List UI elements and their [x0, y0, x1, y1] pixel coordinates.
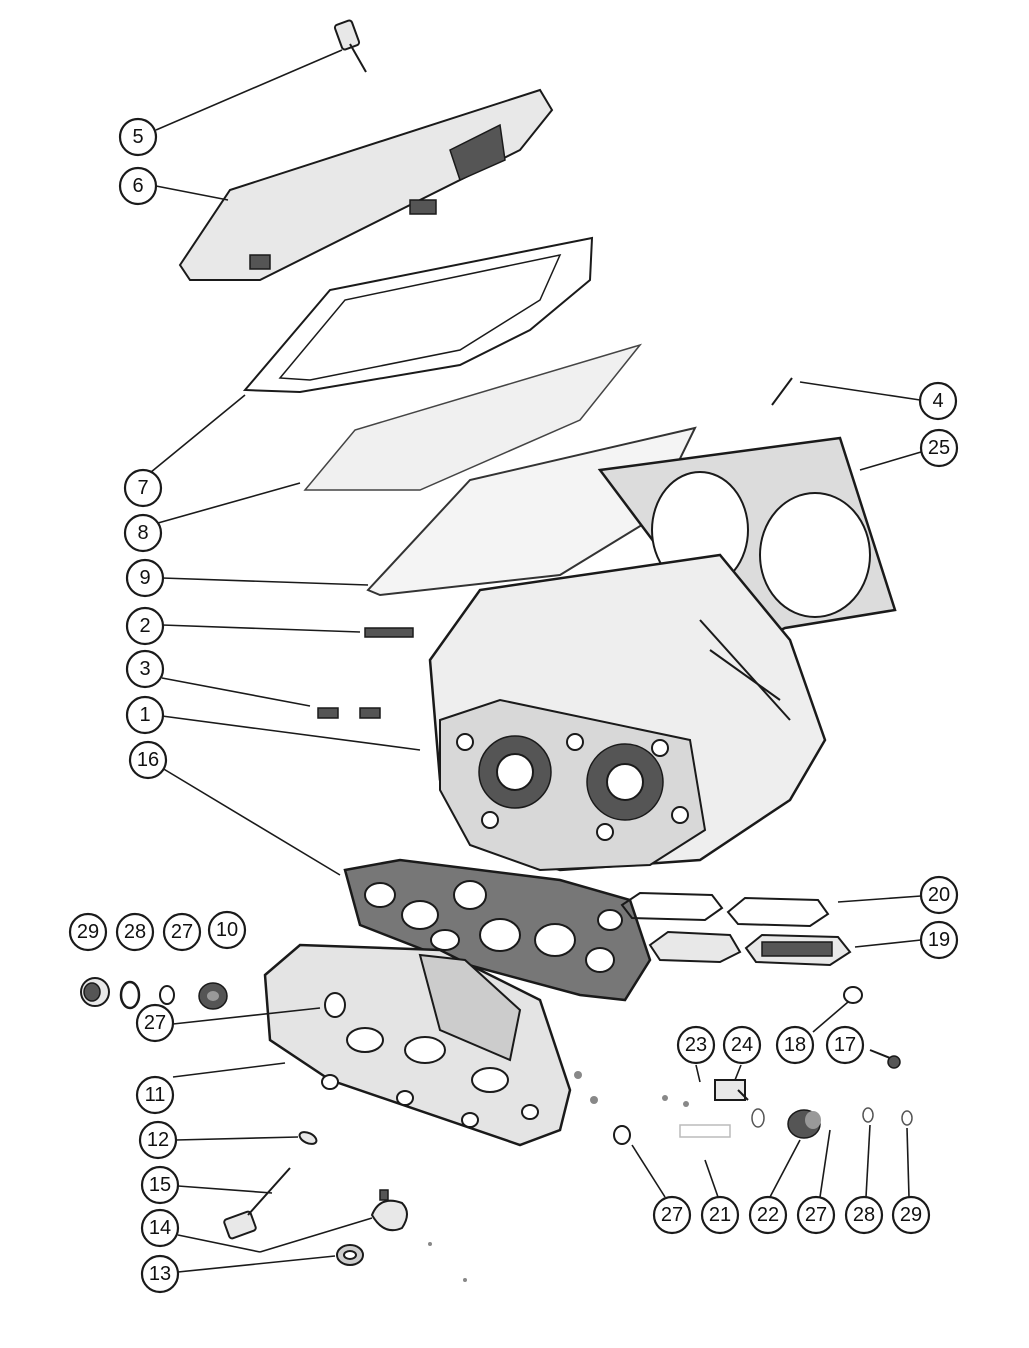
- callout-12-label: 12: [147, 1129, 169, 1151]
- callout-29-right-label: 29: [900, 1204, 922, 1226]
- part-28-washer-left: [119, 980, 141, 1010]
- callout-27-left: 27: [162, 912, 202, 952]
- part-1-housing: [428, 553, 827, 872]
- callout-28-left: 28: [115, 912, 155, 952]
- callout-13-label: 13: [149, 1263, 171, 1285]
- callout-18-label: 18: [784, 1034, 806, 1056]
- callout-1-label: 1: [139, 704, 150, 726]
- callout-27-bottom-a: 27: [652, 1195, 692, 1235]
- part-20-gaskets: [620, 891, 830, 928]
- part-4-bolt: [771, 377, 793, 406]
- callout-4-label: 4: [932, 390, 943, 412]
- callout-6-label: 6: [132, 175, 143, 197]
- callout-17-label: 17: [834, 1034, 856, 1056]
- part-5-screw: [333, 19, 367, 73]
- part-13-washer: [336, 1244, 364, 1266]
- part-14-clip: [370, 1189, 408, 1232]
- part-8-plate: [303, 343, 643, 491]
- part-29-cap-right: [901, 1110, 913, 1126]
- callout-24-label: 24: [731, 1034, 753, 1056]
- callout-17: 17: [825, 1025, 865, 1065]
- callout-23-label: 23: [685, 1034, 707, 1056]
- callout-9: 9: [125, 558, 165, 598]
- callout-15-label: 15: [149, 1174, 171, 1196]
- callout-22-label: 22: [757, 1204, 779, 1226]
- part-27-ring-right-a: [613, 1125, 631, 1145]
- callout-5-label: 5: [132, 126, 143, 148]
- callout-20: 20: [919, 875, 959, 915]
- part-6-cover-plate: [178, 88, 554, 281]
- part-24-fitting: [714, 1079, 749, 1101]
- callout-25-label: 25: [928, 437, 950, 459]
- part-27-ring-left: [159, 985, 175, 1005]
- part-22-bushing: [787, 1109, 821, 1139]
- callout-29-right: 29: [891, 1195, 931, 1235]
- callout-21: 21: [700, 1195, 740, 1235]
- callout-8: 8: [123, 513, 163, 553]
- callout-22: 22: [748, 1195, 788, 1235]
- callout-27-left-label: 27: [171, 921, 193, 943]
- callout-2-label: 2: [139, 615, 150, 637]
- callout-11: 11: [135, 1075, 175, 1115]
- callout-27-mid: 27: [135, 1003, 175, 1043]
- callout-24: 24: [722, 1025, 762, 1065]
- callout-5: 5: [118, 117, 158, 157]
- callout-27-mid-label: 27: [144, 1012, 166, 1034]
- callout-13: 13: [140, 1254, 180, 1294]
- callout-25: 25: [919, 428, 959, 468]
- callout-29-left: 29: [68, 912, 108, 952]
- leader-lines: [144, 49, 922, 1273]
- callout-27-bottom-b: 27: [796, 1195, 836, 1235]
- callout-1: 1: [125, 695, 165, 735]
- callout-11-label: 11: [145, 1084, 166, 1106]
- callout-15: 15: [140, 1165, 180, 1205]
- callout-4: 4: [918, 381, 958, 421]
- callout-19: 19: [919, 920, 959, 960]
- callout-2: 2: [125, 606, 165, 646]
- callout-21-label: 21: [709, 1204, 731, 1226]
- part-27-ring-right-b: [751, 1108, 765, 1128]
- callout-6: 6: [118, 166, 158, 206]
- callout-3: 3: [125, 649, 165, 689]
- callout-29-left-label: 29: [77, 921, 99, 943]
- callout-20-label: 20: [928, 884, 950, 906]
- callout-16-label: 16: [137, 749, 159, 771]
- callout-10-label: 10: [216, 919, 238, 941]
- part-21-shaft: [679, 1124, 731, 1138]
- callout-23: 23: [676, 1025, 716, 1065]
- part-3-pins: [317, 707, 381, 719]
- part-17-bolt: [869, 1049, 901, 1069]
- callout-28-left-label: 28: [124, 921, 146, 943]
- callout-19-label: 19: [928, 929, 950, 951]
- callout-27-bottom-a-label: 27: [661, 1204, 683, 1226]
- part-18-ball: [843, 986, 863, 1004]
- part-29-cap-left: [80, 977, 110, 1007]
- part-19-covers: [648, 930, 852, 967]
- part-10-bushing: [198, 982, 228, 1010]
- part-12-pin: [298, 1131, 318, 1145]
- callout-9-label: 9: [139, 567, 150, 589]
- callout-27-bottom-b-label: 27: [805, 1204, 827, 1226]
- callout-7: 7: [123, 468, 163, 508]
- part-16-gasket: [343, 858, 652, 1002]
- callout-28-right: 28: [844, 1195, 884, 1235]
- callout-10: 10: [207, 910, 247, 950]
- callout-18: 18: [775, 1025, 815, 1065]
- callout-14-label: 14: [149, 1217, 171, 1239]
- part-15-bolt: [223, 1167, 291, 1240]
- part-11-end-plate: [263, 943, 572, 1147]
- part-2-pin: [364, 627, 414, 638]
- part-7-gasket: [242, 236, 594, 394]
- callout-16: 16: [128, 740, 168, 780]
- callout-28-right-label: 28: [853, 1204, 875, 1226]
- callout-8-label: 8: [137, 522, 148, 544]
- part-28-washer-right: [862, 1107, 874, 1123]
- callout-14: 14: [140, 1208, 180, 1248]
- callout-12: 12: [138, 1120, 178, 1160]
- callout-3-label: 3: [139, 658, 150, 680]
- callout-7-label: 7: [137, 477, 148, 499]
